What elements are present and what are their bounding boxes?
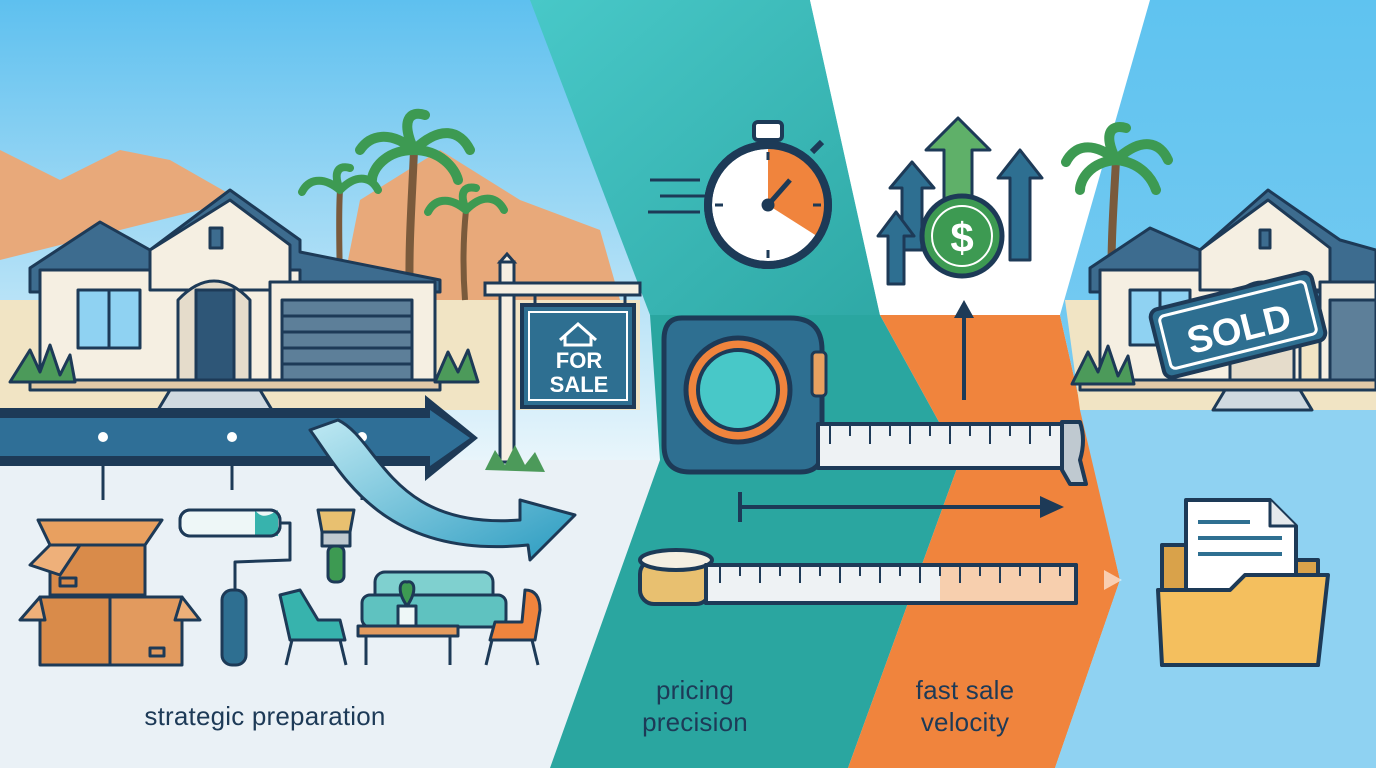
house-left-illustration: [8, 108, 508, 412]
palm-tree-icon: [298, 108, 508, 301]
horizontal-arrow-icon: [738, 492, 1064, 522]
measuring-tape-strip-icon: [638, 548, 1078, 606]
upward-arrow-icon: [954, 300, 974, 400]
dollar-sign: $: [950, 214, 973, 261]
sold-sign: SOLD: [1148, 270, 1328, 380]
stopwatch-icon: [648, 120, 832, 269]
dollar-coin-icon: $: [919, 193, 1005, 279]
tape-ticks: [829, 424, 1051, 444]
paint-brush-icon: [316, 508, 356, 584]
moving-boxes-icon: [18, 518, 202, 667]
for-sale-label-line1: FOR: [556, 348, 603, 373]
paint-roller-icon: [178, 508, 292, 667]
caption-pricing-precision: pricing precision: [600, 674, 790, 738]
caption-fast-sale-velocity: fast sale velocity: [870, 674, 1060, 738]
timeline-dot: [227, 432, 237, 442]
for-sale-label-line2: SALE: [550, 372, 609, 397]
caption-strategic-preparation: strategic preparation: [144, 701, 386, 731]
document-folder-icon: [1156, 498, 1330, 667]
caption-pricing-line1: pricing: [656, 675, 734, 705]
caption-pricing-line2: precision: [642, 707, 748, 737]
timeline-dot: [98, 432, 108, 442]
caption-fast-line1: fast sale: [915, 675, 1015, 705]
strip-ticks: [719, 565, 1061, 583]
tape-measure-icon: [661, 315, 1088, 486]
furniture-set-icon: [278, 570, 542, 666]
curved-arrow-icon: [308, 418, 577, 562]
for-sale-sign: FOR SALE: [483, 251, 642, 472]
caption-fast-line2: velocity: [920, 707, 1010, 737]
